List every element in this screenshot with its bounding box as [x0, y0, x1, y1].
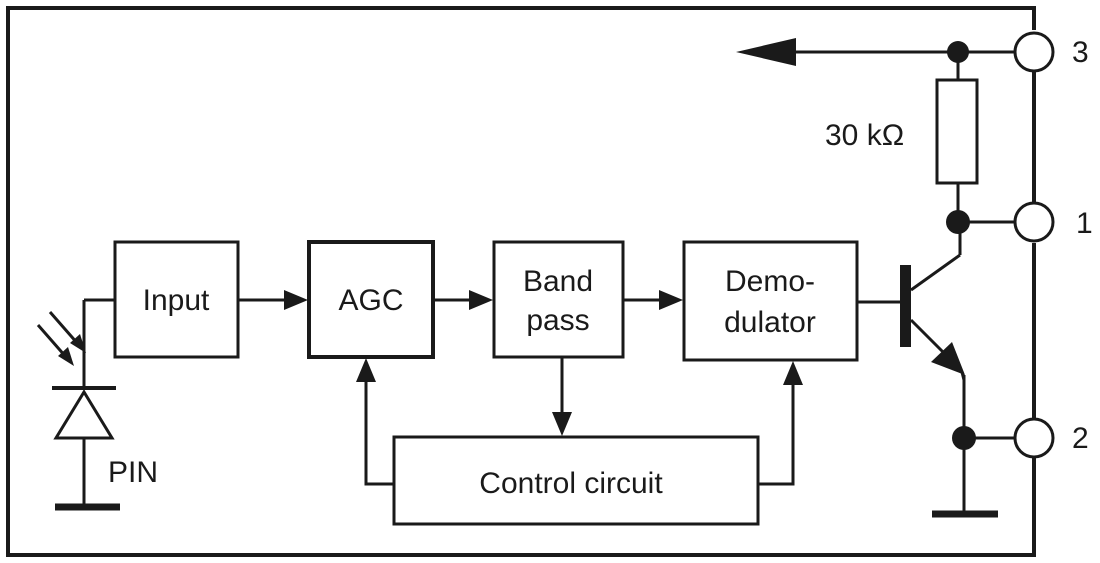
housing-outline — [6, 6, 1036, 557]
bandpass-block — [492, 240, 625, 359]
demodulator-block — [682, 240, 859, 362]
resistor-value-label: 30 kΩ — [825, 119, 904, 152]
bandpass-label-line1: Band — [523, 265, 593, 298]
photodiode-label: PIN — [108, 456, 158, 489]
terminal-2 — [1013, 417, 1055, 459]
terminal-3-label: 3 — [1072, 36, 1089, 69]
bandpass-label-line2: pass — [526, 304, 589, 337]
terminal-1-label: 1 — [1076, 207, 1093, 240]
terminal-3 — [1013, 31, 1055, 73]
input-block-label: Input — [143, 284, 210, 317]
agc-block-label: AGC — [338, 284, 403, 317]
arrow-input-to-agc — [238, 290, 308, 310]
arrow-bandpass-to-control — [552, 357, 572, 436]
output-transistor — [857, 222, 998, 518]
junction-dot — [952, 426, 976, 450]
input-block — [113, 240, 240, 359]
output-arrow — [736, 38, 1018, 66]
terminal-1 — [1013, 201, 1055, 243]
arrow-control-to-demodulator — [758, 361, 803, 486]
arrow-bandpass-to-demodulator — [623, 290, 683, 310]
junction-dot — [946, 210, 970, 234]
pullup-resistor — [935, 52, 979, 222]
light-arrows-icon — [36, 311, 86, 366]
control-circuit-block — [392, 435, 760, 526]
arrow-control-to-agc — [356, 358, 394, 486]
agc-block — [307, 240, 435, 359]
terminal-2-label: 2 — [1072, 422, 1089, 455]
demodulator-label-line1: Demo- — [725, 265, 815, 298]
control-circuit-label: Control circuit — [479, 467, 663, 500]
junction-dot — [947, 41, 969, 63]
photodiode — [36, 298, 120, 511]
demodulator-label-line2: dulator — [724, 306, 816, 339]
arrow-agc-to-bandpass — [433, 290, 493, 310]
